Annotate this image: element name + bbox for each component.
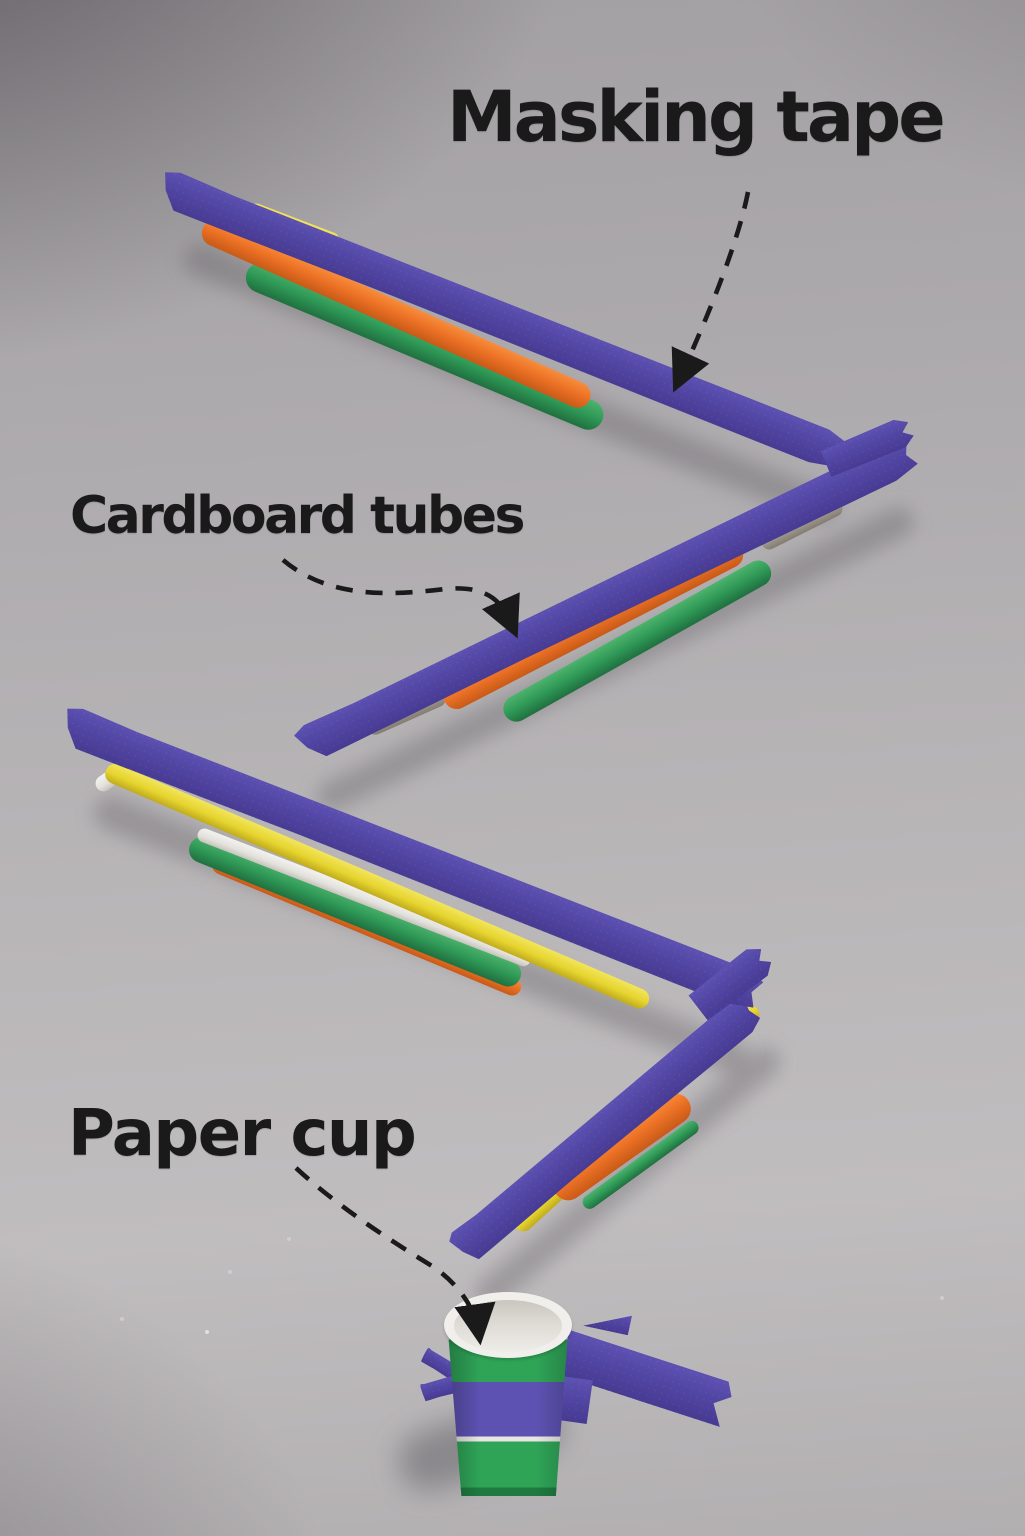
dust-speck	[940, 1296, 944, 1300]
masking-tape-arrow	[671, 191, 751, 393]
dust-speck	[120, 1317, 124, 1321]
paper-cup-arrow	[294, 1166, 496, 1346]
paper-cup-label: Paper cup	[68, 1097, 417, 1171]
dust-speck	[228, 1270, 232, 1274]
cardboard-tubes-label: Cardboard tubes	[70, 486, 525, 546]
masking-tape-label: Masking tape	[447, 76, 946, 158]
dust-speck	[287, 1237, 291, 1241]
dust-speck	[205, 1330, 209, 1334]
cardboard-tubes-arrow	[281, 558, 520, 639]
